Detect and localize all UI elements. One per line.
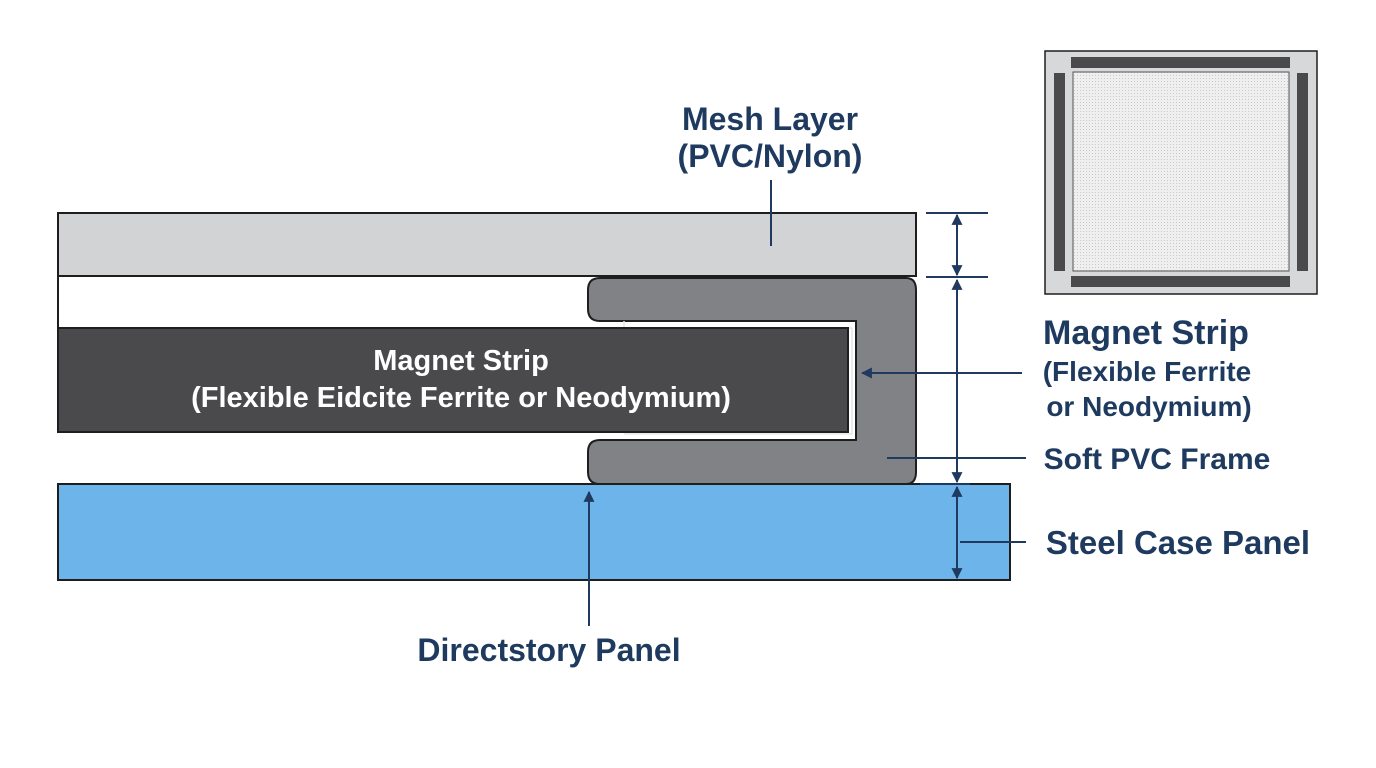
frame-inner-lip: [623, 321, 853, 435]
inset-magnet-bottom: [1071, 276, 1290, 287]
inset-mesh: [1072, 71, 1290, 272]
soft-pvc-frame-label: Soft PVC Frame: [1044, 443, 1271, 476]
inset-magnet-top: [1071, 57, 1290, 68]
magnet-strip-shape: [57, 327, 849, 433]
magnet-strip-callout-line3: or Neodymium): [1046, 391, 1251, 422]
magnet-strip-inner-subtitle: (Flexible Eidcite Ferrite or Neodymium): [191, 382, 731, 414]
filter-top-view-inset: [1044, 50, 1318, 295]
steel-case-panel-shape: [57, 483, 1011, 581]
soft-pvc-frame-shape: [587, 277, 917, 485]
magnet-strip-callout-title: Magnet Strip: [1043, 314, 1249, 352]
mesh-layer-title: Mesh Layer: [682, 101, 858, 137]
mesh-layer-shape: [57, 212, 917, 277]
directstory-panel-label: Directstory Panel: [417, 632, 680, 668]
inset-magnet-left: [1054, 73, 1065, 271]
mesh-layer-subtitle: (PVC/Nylon): [678, 138, 863, 174]
magnet-strip-callout-line2: (Flexible Ferrite: [1043, 356, 1252, 387]
magnet-strip-inner-title: Magnet Strip: [373, 345, 549, 377]
steel-case-panel-label: Steel Case Panel: [1046, 524, 1310, 561]
inset-magnet-right: [1297, 73, 1308, 271]
